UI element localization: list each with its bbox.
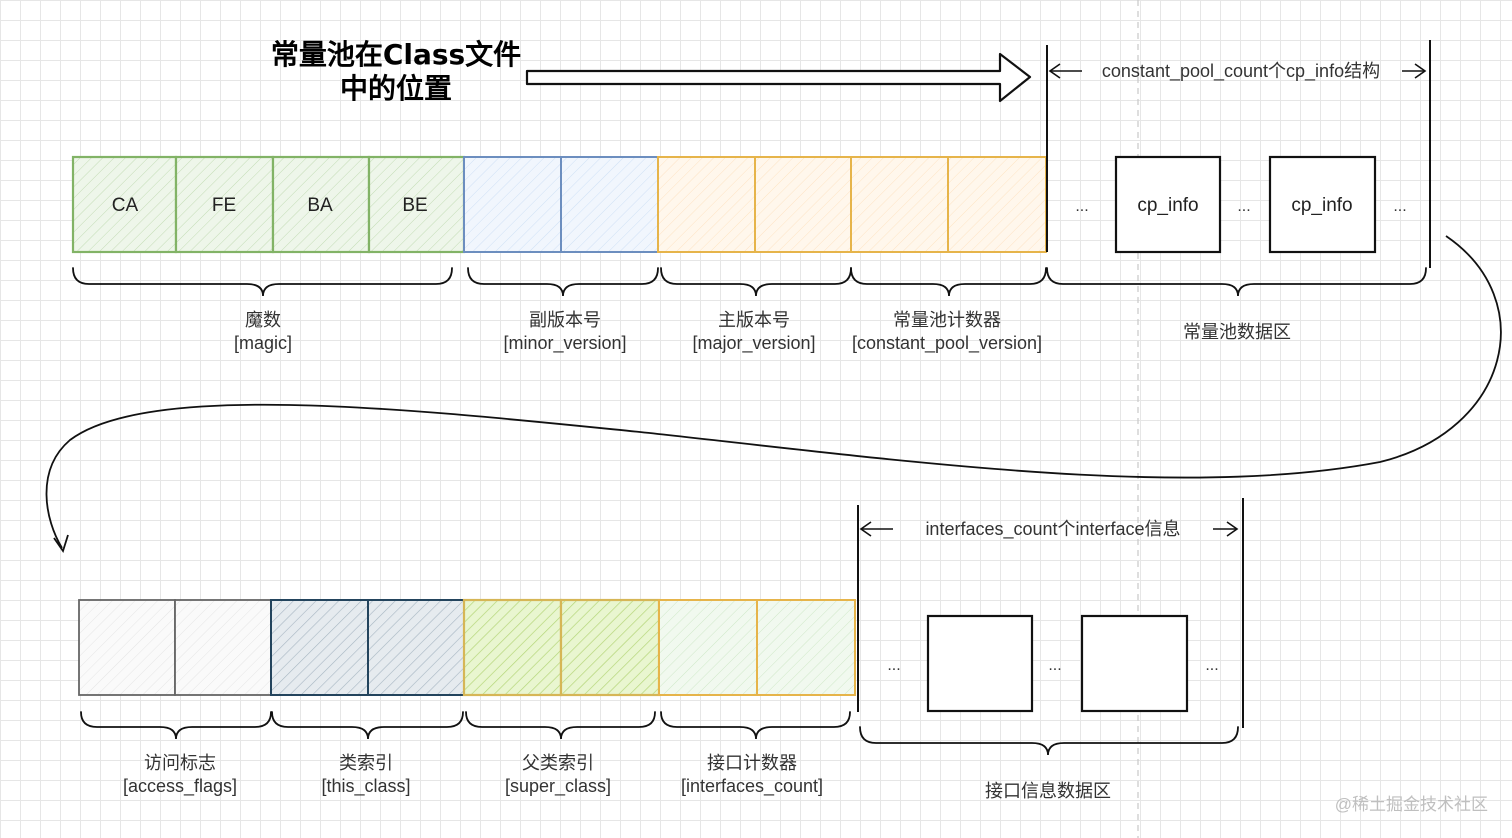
pool-ellipsis: ...	[1237, 198, 1250, 215]
group-name-interfaces-count: 接口计数器	[707, 753, 797, 773]
byte-cell	[367, 599, 465, 696]
iface-ellipsis: ...	[1205, 657, 1218, 674]
cp-info-label: cp_info	[1137, 195, 1198, 216]
brace-pool-data	[1046, 267, 1427, 297]
iface-header-label: interfaces_count个interface信息	[925, 519, 1180, 540]
connector-arrowhead	[53, 534, 69, 554]
cell-label-ba: BA	[307, 195, 333, 216]
cell-label-fe: FE	[212, 195, 236, 216]
diagram-title-line1: 常量池在Class文件	[271, 38, 521, 71]
brace-this-class	[271, 711, 464, 740]
brace-interfaces-count	[660, 711, 851, 740]
cp-info-label: cp_info	[1291, 195, 1352, 216]
byte-cell	[657, 156, 756, 253]
byte-cell	[367, 155, 466, 254]
group-name-pool-count: 常量池计数器	[893, 310, 1001, 330]
interface-box	[926, 614, 1034, 713]
group-field-pool-count: [constant_pool_version]	[852, 333, 1042, 354]
group-name-iface-data: 接口信息数据区	[985, 781, 1111, 801]
group-name-access-flags: 访问标志	[144, 753, 216, 773]
magic-cells	[71, 155, 466, 254]
byte-cell	[947, 156, 1047, 253]
diagram-title-line2: 中的位置	[340, 72, 452, 105]
byte-cell	[174, 155, 275, 254]
cp-info-box	[1114, 155, 1222, 254]
group-name-pool-data: 常量池数据区	[1183, 322, 1291, 342]
byte-cell	[174, 599, 272, 696]
interface-box	[1080, 614, 1189, 713]
iface-ellipsis: ...	[1048, 657, 1061, 674]
watermark: @稀土掘金技术社区	[1335, 795, 1488, 814]
pool-ellipsis: ...	[1075, 198, 1088, 215]
group-name-magic: 魔数	[245, 310, 281, 330]
major-version-cells	[657, 156, 852, 253]
group-field-super-class: [super_class]	[505, 776, 611, 797]
this-class-cells	[270, 599, 465, 696]
byte-cell	[560, 156, 659, 253]
cell-label-be: BE	[402, 195, 427, 216]
brace-pool-count	[850, 267, 1047, 297]
brace-super-class	[465, 711, 656, 740]
group-field-interfaces-count: [interfaces_count]	[681, 776, 823, 797]
iface-ellipsis: ...	[887, 657, 900, 674]
pool-header-arrow-left	[1048, 63, 1082, 79]
byte-cell	[71, 155, 178, 254]
constant-pool-count-cells	[850, 156, 1047, 253]
byte-cell	[271, 155, 371, 254]
brace-access-flags	[80, 711, 272, 740]
brace-iface-data	[859, 726, 1239, 756]
byte-cell	[756, 599, 856, 696]
byte-cell	[270, 599, 369, 696]
byte-cell	[463, 156, 562, 253]
brace-major-version	[660, 267, 852, 297]
super-class-cells	[462, 598, 661, 697]
group-field-this-class: [this_class]	[321, 776, 410, 797]
access-flags-cells	[78, 599, 272, 696]
group-name-this-class: 类索引	[339, 753, 393, 773]
group-field-access-flags: [access_flags]	[123, 776, 237, 797]
minor-version-cells	[463, 156, 659, 253]
byte-cell	[78, 599, 176, 696]
group-field-magic: [magic]	[234, 333, 292, 353]
hollow-right-arrow	[525, 52, 1032, 103]
connector-curve	[45, 235, 1502, 549]
iface-header-arrow-right	[1213, 521, 1239, 537]
group-name-super-class: 父类索引	[522, 753, 594, 773]
byte-cell	[559, 598, 661, 697]
group-field-major-version: [major_version]	[692, 333, 815, 354]
iface-header-arrow-left	[859, 521, 893, 537]
cell-label-ca: CA	[112, 195, 139, 216]
byte-cell	[850, 156, 949, 253]
group-name-minor-version: 副版本号	[529, 310, 601, 330]
byte-cell	[658, 599, 758, 696]
group-field-minor-version: [minor_version]	[503, 333, 626, 354]
group-name-major-version: 主版本号	[718, 310, 790, 330]
brace-magic	[72, 267, 453, 297]
byte-cell	[754, 156, 852, 253]
pool-ellipsis: ...	[1393, 198, 1406, 215]
byte-cell	[462, 598, 563, 697]
brace-minor-version	[467, 267, 659, 297]
pool-header-label: constant_pool_count个cp_info结构	[1102, 61, 1380, 82]
pool-header-arrow-right	[1402, 63, 1427, 79]
interfaces-count-cells	[658, 599, 856, 696]
cp-info-box	[1268, 155, 1377, 254]
